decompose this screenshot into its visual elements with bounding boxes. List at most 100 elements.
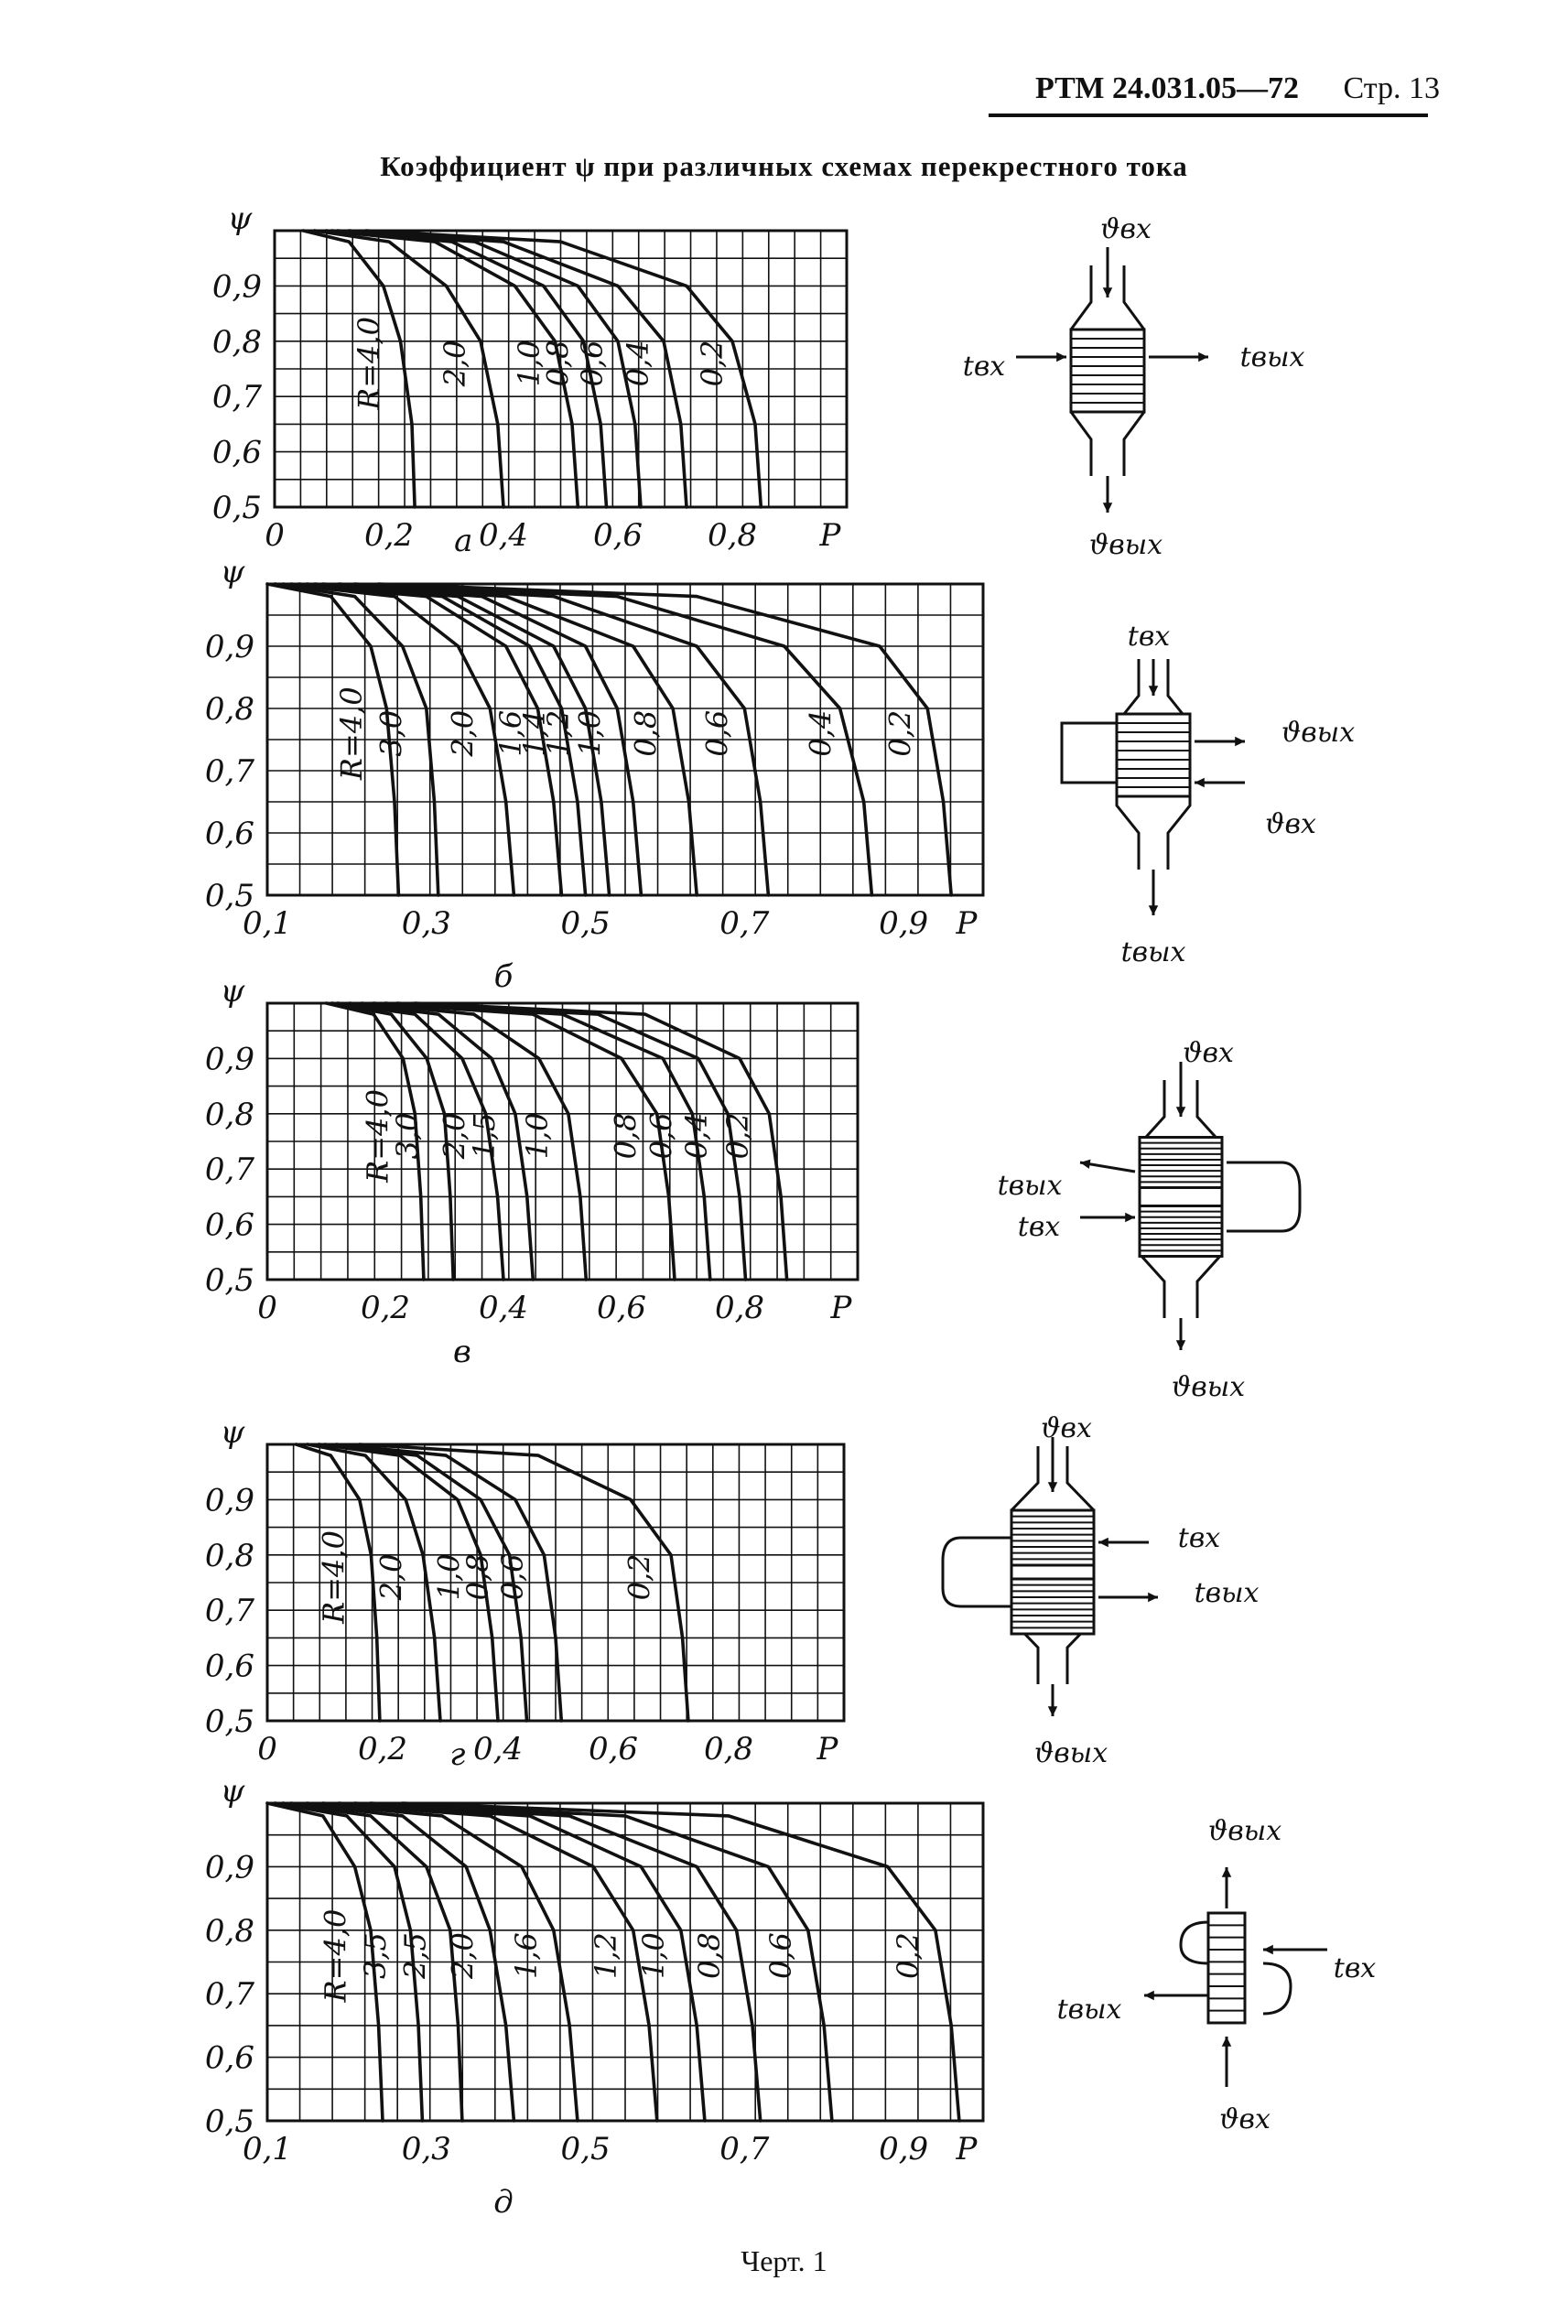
arrow-head: [1148, 1592, 1158, 1603]
x-tick-label: 0,8: [715, 1290, 764, 1326]
series-line: [384, 1001, 712, 1281]
series-label: 1,4: [517, 710, 552, 757]
x-tick-label: 0,2: [358, 1731, 407, 1767]
series-label: 1,0: [573, 710, 608, 757]
x-tick-label: 0,7: [719, 905, 769, 942]
series-label: 0,2: [695, 340, 730, 387]
series-label: 2,0: [446, 710, 481, 758]
flow-label: ϑвх: [1219, 2103, 1271, 2135]
series-line: [281, 582, 516, 897]
series-line: [294, 1443, 382, 1723]
series-line: [336, 1001, 505, 1281]
panel-label: в: [453, 1334, 471, 1370]
x-tick-label: 0,2: [361, 1290, 410, 1326]
y-tick-label: 0,5: [205, 1703, 254, 1740]
panel-label: б: [494, 958, 514, 995]
y-tick-label: 0,6: [205, 2040, 254, 2077]
series-line: [321, 582, 698, 897]
arrow-head: [1102, 503, 1113, 513]
series-label: 1,2: [589, 1932, 623, 1979]
x-tick-label: 0,4: [479, 517, 528, 554]
y-tick-label: 0,6: [205, 816, 254, 852]
series-label: 0,8: [609, 1113, 643, 1160]
series-line: [334, 1443, 564, 1723]
series-label: 0,6: [700, 710, 735, 757]
arrow-head: [1148, 905, 1159, 915]
series-label: 1,6: [493, 710, 528, 757]
series-line: [265, 1801, 384, 2123]
arrow-head: [1125, 1212, 1135, 1223]
series-label: R=4,0: [351, 317, 386, 411]
arrow-head: [1175, 1107, 1186, 1117]
x-tick-label: 0: [257, 1731, 277, 1767]
exchanger-core: [1115, 712, 1192, 798]
flow-label: tвых: [1121, 936, 1186, 968]
flow-label: ϑвх: [1100, 213, 1152, 245]
arrow-head: [1198, 351, 1208, 362]
series-label: 0,6: [643, 1113, 678, 1160]
doc-code: РТМ 24.031.05—72: [1034, 71, 1299, 105]
series-line: [305, 1801, 579, 2123]
series-line: [324, 1001, 426, 1281]
grid: [266, 1443, 845, 1722]
series-line: [313, 229, 505, 509]
series-line: [369, 1801, 834, 2123]
series-label: R=4,0: [319, 1909, 353, 2004]
series-label: 3,5: [358, 1932, 393, 1979]
exchanger-core: [1010, 1577, 1096, 1636]
x-tick-label: 0,2: [364, 517, 414, 554]
series-label: 1,6: [509, 1932, 544, 1979]
flow-label: ϑвых: [1208, 1815, 1281, 1847]
arrow-head: [1221, 1867, 1232, 1877]
arrow-head: [1080, 1159, 1091, 1169]
y-tick-label: 0,5: [212, 490, 262, 526]
x-tick-label: 0,3: [402, 905, 451, 942]
flow-label: ϑвых: [1034, 1737, 1108, 1769]
plot-frame: [265, 1443, 846, 1723]
flow-label: tвх: [963, 351, 1006, 383]
exchanger-core: [1069, 328, 1146, 414]
flow-label: tвых: [998, 1170, 1063, 1202]
series-label: 2,0: [374, 1554, 409, 1602]
series-label: 0,2: [891, 1932, 925, 1979]
y-tick-label: 0,8: [205, 691, 254, 728]
return-loop: [941, 1536, 1011, 1608]
series-label: R=4,0: [334, 686, 369, 781]
x-tick-label: 0,9: [879, 905, 928, 942]
flow-label: tвх: [1018, 1211, 1061, 1243]
series-line: [364, 229, 763, 509]
x-tick-label: 0,9: [879, 2131, 928, 2167]
flow-label: tвх: [1128, 621, 1171, 653]
series-label: 0,8: [692, 1932, 727, 1979]
series-label: 0,8: [629, 710, 664, 757]
series-line: [289, 1801, 516, 2123]
x-tick-label: 0,5: [561, 2131, 611, 2167]
y-tick-label: 0,6: [205, 1207, 254, 1244]
y-tick-label: 0,7: [205, 1151, 254, 1188]
series-label: 0,2: [720, 1113, 755, 1160]
x-tick-label: 0: [257, 1290, 277, 1326]
header-rule: [989, 113, 1428, 117]
series-line: [352, 582, 874, 897]
series-label: 1,0: [520, 1113, 555, 1160]
series-label: 3,0: [390, 1113, 425, 1160]
y-tick-label: 0,5: [205, 2103, 254, 2140]
series-label: 0,2: [622, 1554, 657, 1601]
x-axis-label: P: [956, 905, 979, 942]
series-line: [273, 1801, 425, 2123]
shell-outline: [1138, 1080, 1224, 1318]
arrow-head: [1098, 1537, 1108, 1548]
x-axis-label: P: [816, 1731, 839, 1767]
x-tick-label: 0,6: [597, 1290, 646, 1326]
arrow-head: [1221, 2037, 1232, 2047]
y-tick-label: 0,7: [212, 379, 262, 416]
exchanger-core: [1138, 1136, 1224, 1189]
x-tick-label: 0,5: [561, 905, 611, 942]
page-number: Стр. 13: [1343, 71, 1440, 105]
x-tick-label: 0,4: [473, 1731, 523, 1767]
x-axis-label: P: [819, 517, 842, 554]
series-line: [337, 582, 771, 897]
series-line: [273, 582, 440, 897]
